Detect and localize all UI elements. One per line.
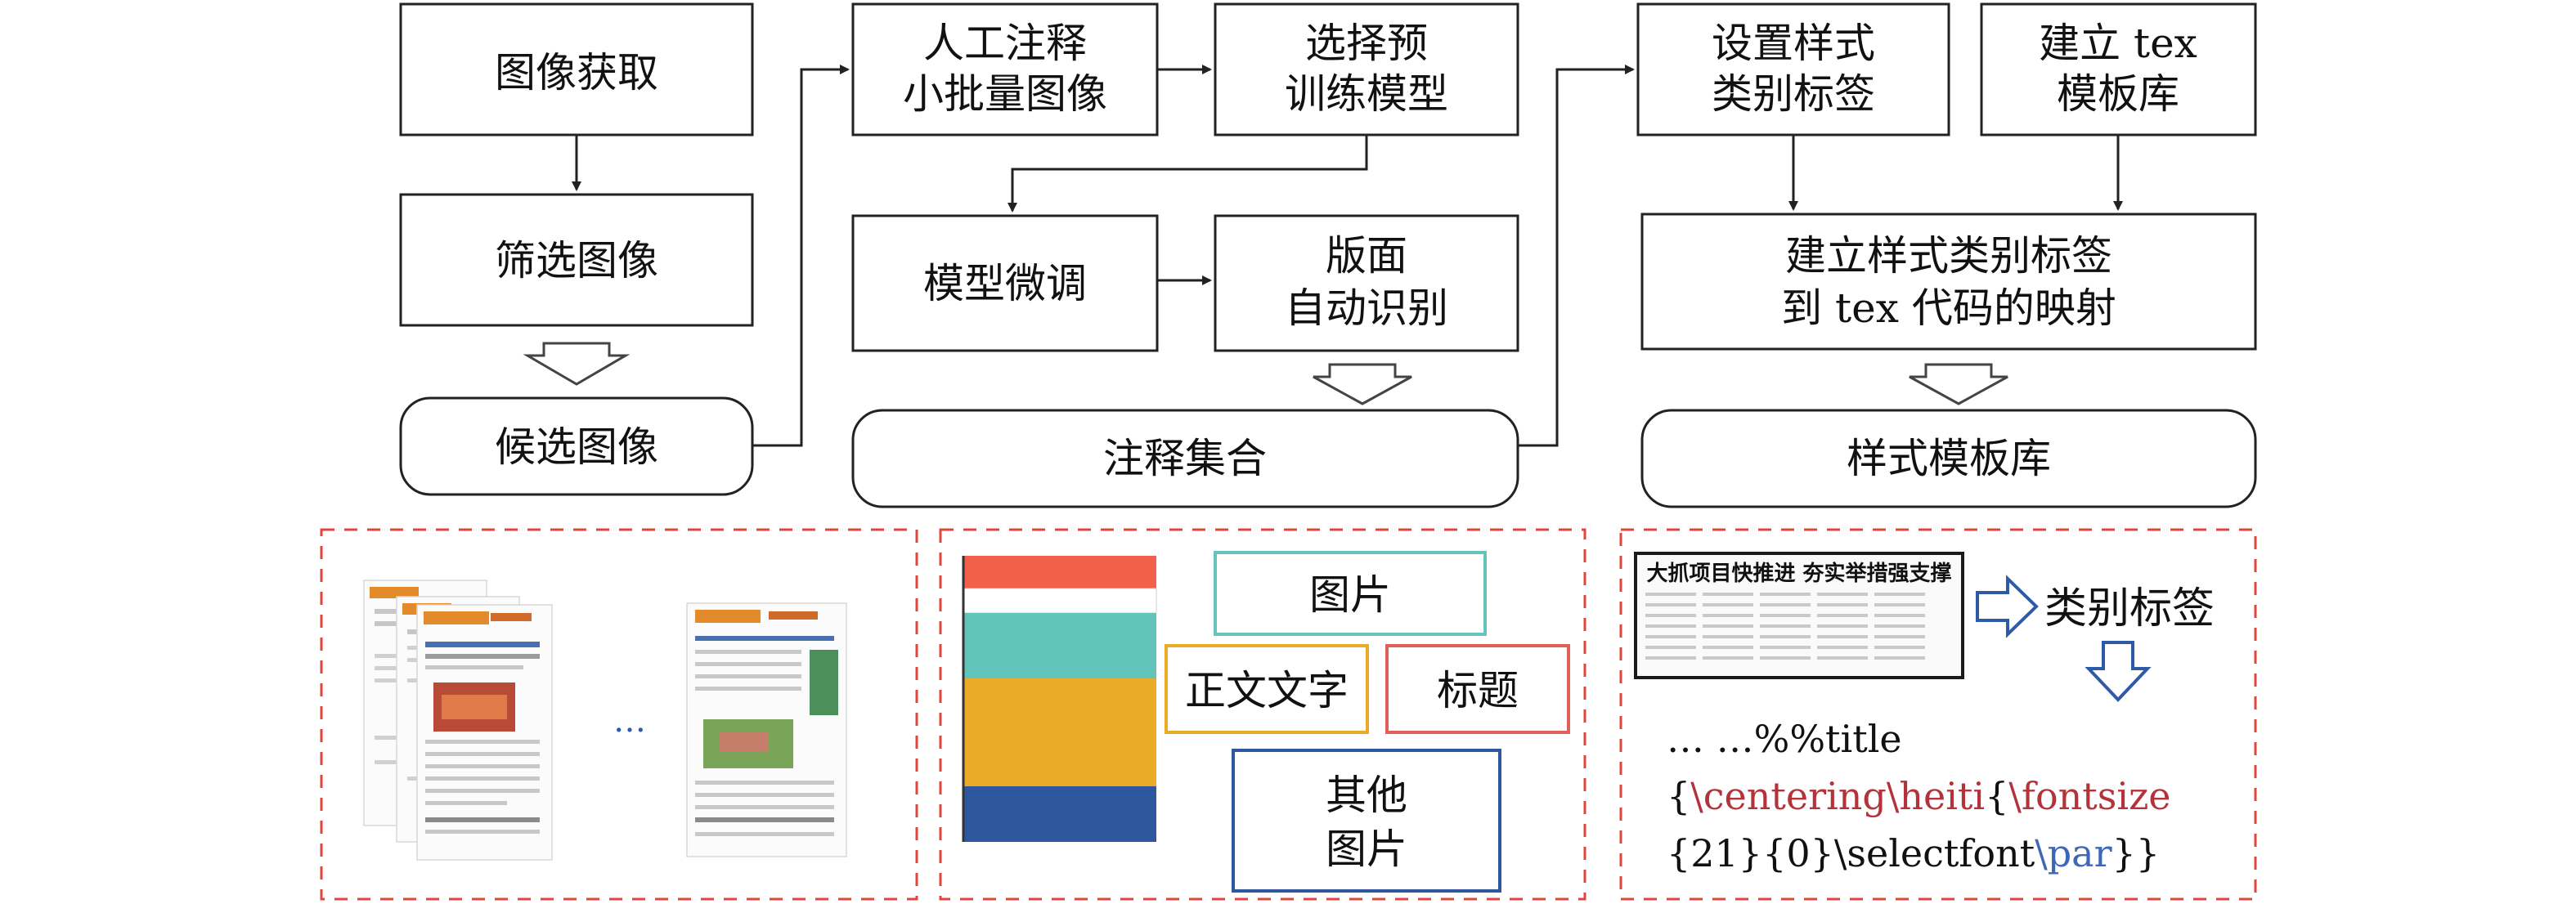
arrow-set-to-style-label <box>1518 65 1635 447</box>
ellipsis-more-images: … <box>613 702 646 740</box>
blue-arrow-down <box>2085 641 2152 702</box>
label-other-picture-line2: 图片 <box>1326 826 1407 873</box>
node-style-category-label-line2: 类别标签 <box>1712 70 1875 118</box>
node-style-template-lib: 样式模板库 <box>1640 409 2257 508</box>
arrow-pretrain-to-finetune <box>1008 135 1368 213</box>
panel-style-code: 大抓项目快推进 夯实举措强支撑 类别标签 … …%%title {\center… <box>1619 528 2257 901</box>
node-image-acquire: 图像获取 <box>399 2 754 136</box>
code-line-1: … …%%title <box>1667 717 1902 761</box>
node-tex-template-lib-line2: 模板库 <box>2057 70 2179 118</box>
hollow-arrow-recognition-to-set <box>1313 363 1412 405</box>
headline-thumbnail: 大抓项目快推进 夯实举措强支撑 <box>1634 552 1964 679</box>
node-model-finetune-label: 模型微调 <box>923 260 1087 307</box>
node-image-acquire-label: 图像获取 <box>495 49 658 96</box>
node-pretrain-model-line1: 选择预 <box>1305 20 1428 67</box>
node-annotation-set: 注释集合 <box>851 409 1519 508</box>
code-line-2: {\centering\heiti{\fontsize <box>1667 774 2171 818</box>
label-body-text-text: 正文文字 <box>1185 667 1349 714</box>
category-label-text: 类别标签 <box>2044 584 2215 633</box>
node-manual-annotate-line2: 小批量图像 <box>903 70 1107 118</box>
label-other-picture-line1: 其他 <box>1326 772 1407 819</box>
code-selectfont: {21}{0}\selectfont <box>1667 831 2035 875</box>
hollow-arrow-mapping-to-style-lib <box>1909 363 2008 405</box>
node-label-to-tex-mapping-line2: 到 tex 代码的映射 <box>1781 284 2116 332</box>
newspaper-thumbnail-right <box>686 602 847 857</box>
node-style-template-lib-label: 样式模板库 <box>1847 435 2051 482</box>
node-model-finetune: 模型微调 <box>851 214 1159 352</box>
node-candidate-image-label: 候选图像 <box>495 423 658 471</box>
code-brace-open-2: { <box>1985 774 2008 818</box>
arrow-candidate-to-annotate <box>752 65 850 447</box>
node-annotation-set-label: 注释集合 <box>1103 435 1267 482</box>
code-par: \par <box>2035 831 2112 875</box>
panel-layout-regions: 图片 正文文字 标题 其他 图片 <box>939 528 1586 901</box>
label-picture: 图片 <box>1214 551 1487 636</box>
color-strip-layout <box>962 556 1157 842</box>
code-centering-heiti: \centering\heiti <box>1690 774 1985 818</box>
node-pretrain-model: 选择预 训练模型 <box>1214 2 1519 136</box>
node-candidate-image: 候选图像 <box>399 396 754 496</box>
node-filter-image: 筛选图像 <box>399 193 754 327</box>
newspaper-thumbnail-front <box>416 604 553 861</box>
blue-arrow-right <box>1976 575 2039 638</box>
label-picture-text: 图片 <box>1309 571 1391 619</box>
hollow-arrow-filter-to-candidate <box>523 342 631 386</box>
code-brace-open: { <box>1667 774 1690 818</box>
label-title: 标题 <box>1385 644 1570 734</box>
code-brace-close: }} <box>2112 831 2161 875</box>
node-style-category-label-line1: 设置样式 <box>1712 20 1875 67</box>
node-manual-annotate-line1: 人工注释 <box>923 20 1087 67</box>
headline-thumbnail-text: 大抓项目快推进 夯实举措强支撑 <box>1646 561 1951 586</box>
label-other-picture: 其他 图片 <box>1232 749 1501 893</box>
node-pretrain-model-line2: 训练模型 <box>1285 70 1448 118</box>
label-title-text: 标题 <box>1437 667 1519 714</box>
node-filter-image-label: 筛选图像 <box>495 237 658 284</box>
label-body-text: 正文文字 <box>1165 644 1369 734</box>
node-tex-template-lib: 建立 tex 模板库 <box>1980 2 2257 136</box>
code-line-3: {21}{0}\selectfont\par}} <box>1667 831 2160 875</box>
node-layout-recognition-line2: 自动识别 <box>1285 284 1448 332</box>
node-tex-template-lib-line1: 建立 tex <box>2039 20 2197 67</box>
node-layout-recognition-line1: 版面 <box>1326 232 1407 280</box>
node-label-to-tex-mapping-line1: 建立样式类别标签 <box>1785 232 2112 280</box>
node-style-category-label: 设置样式 类别标签 <box>1636 2 1950 136</box>
code-fontsize: \fontsize <box>2008 774 2170 818</box>
node-layout-recognition: 版面 自动识别 <box>1214 214 1519 352</box>
node-manual-annotate: 人工注释 小批量图像 <box>851 2 1159 136</box>
panel-newspaper-images: … <box>320 528 918 901</box>
node-label-to-tex-mapping: 建立样式类别标签 到 tex 代码的映射 <box>1640 213 2257 351</box>
